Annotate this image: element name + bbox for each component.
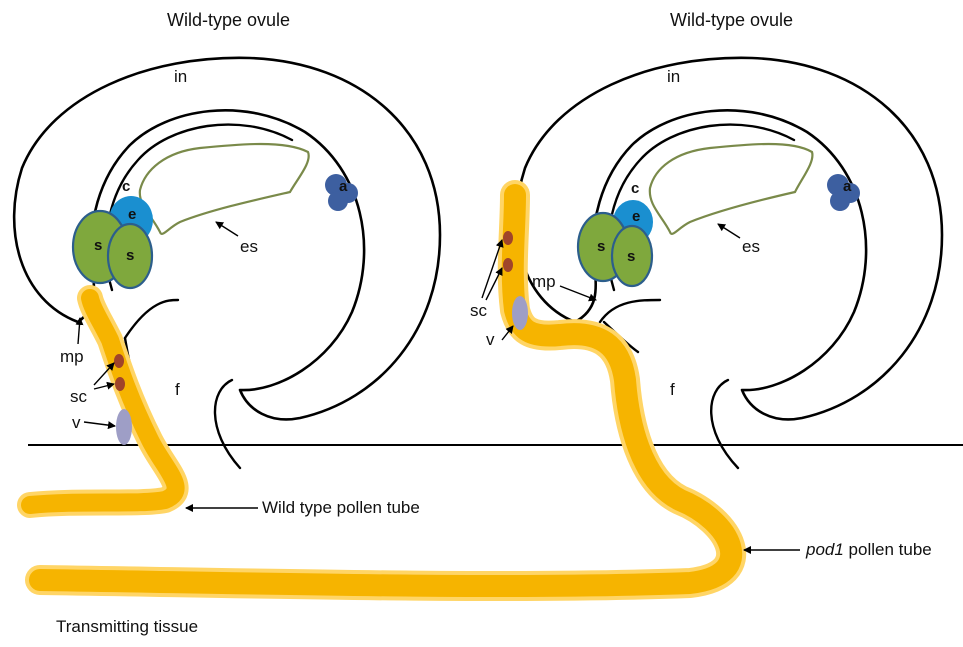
pod1-gene-name: pod1 [805,540,844,559]
right-ovule [517,58,942,468]
left-synergid-label-1: s [94,237,102,254]
right-synergid-label-2: s [627,248,635,265]
left-sperm-cell-1 [114,354,124,368]
right-sperm-cell-2 [503,258,513,272]
left-ovule [14,58,440,468]
right-integument-label: in [667,67,680,86]
left-sperm-cell-2 [115,377,125,391]
right-vegetative-nucleus [512,296,528,330]
pod1-tube-suffix: pollen tube [844,540,932,559]
left-central-cell-label: c [122,178,130,195]
left-embryo-sac [140,144,309,234]
right-central-cell-label: c [631,180,639,197]
right-title: Wild-type ovule [670,10,793,30]
right-funiculus-label: f [670,380,675,399]
transmitting-tissue-label: Transmitting tissue [56,617,198,636]
right-egg-label: e [632,208,640,225]
right-micropyle-label: mp [532,272,556,291]
right-embryo-sac-label: es [742,237,760,256]
wild-type-tube-label: Wild type pollen tube [262,498,420,517]
right-vegetative-label: v [486,330,495,349]
left-antipodal-label: a [339,178,348,195]
right-sperm-cell-1 [503,231,513,245]
right-synergid-label-1: s [597,238,605,255]
left-vegetative-nucleus [116,409,132,445]
pod1-tube-label: pod1 pollen tube [805,540,932,559]
left-synergid-label-2: s [126,247,134,264]
left-title: Wild-type ovule [167,10,290,30]
left-egg-label: e [128,206,136,223]
left-vegetative-label: v [72,413,81,432]
left-embryo-sac-label: es [240,237,258,256]
right-embryo-sac [650,144,813,234]
left-sperm-cells-label: sc [70,387,88,406]
wild-type-pollen-tube [30,298,176,505]
right-sperm-cells-label: sc [470,301,488,320]
left-funiculus-label: f [175,380,180,399]
right-antipodal-label: a [843,178,852,195]
left-integument-label: in [174,67,187,86]
left-micropyle-label: mp [60,347,84,366]
